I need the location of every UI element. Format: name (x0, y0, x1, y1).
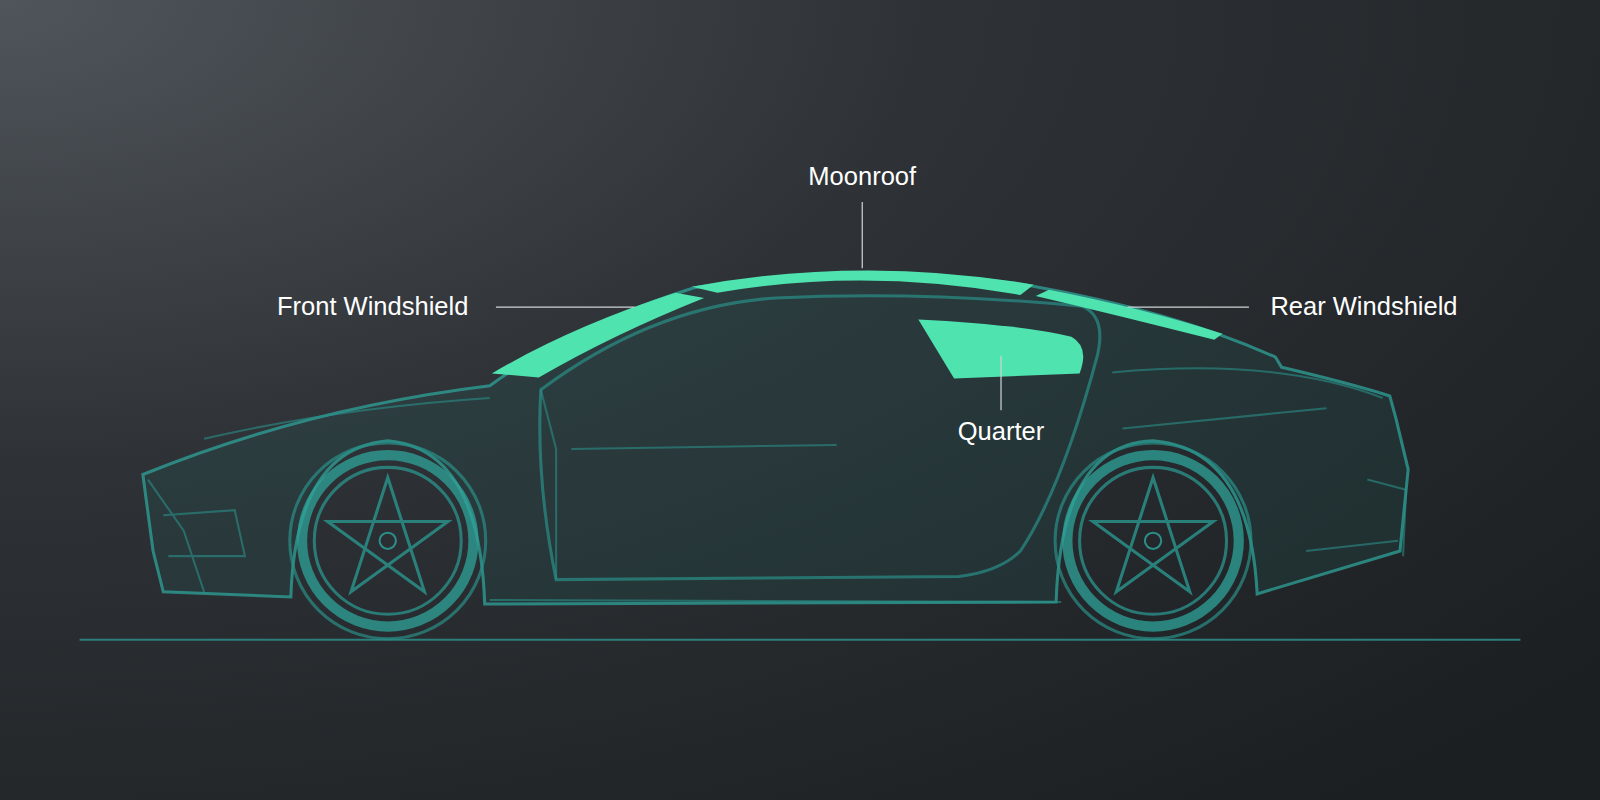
front-wheel (290, 443, 486, 639)
part-label: Rear Windshield (1270, 291, 1457, 322)
rear-windshield-glass (1036, 290, 1223, 340)
part-label: Quarter (958, 415, 1044, 446)
leader-line (496, 307, 635, 308)
part-label: Front Windshield (277, 291, 468, 322)
leader-line (862, 202, 863, 268)
ground-line (80, 639, 1521, 641)
part-label: Moonroof (808, 160, 916, 191)
door-frame (540, 296, 1100, 580)
moonroof-glass (692, 270, 1034, 295)
front-windshield-glass (492, 293, 704, 378)
car-body (143, 273, 1408, 604)
leader-line (1128, 307, 1249, 308)
leader-line (1000, 356, 1001, 410)
leader-lines (496, 202, 1249, 410)
rear-wheel (1055, 443, 1251, 639)
